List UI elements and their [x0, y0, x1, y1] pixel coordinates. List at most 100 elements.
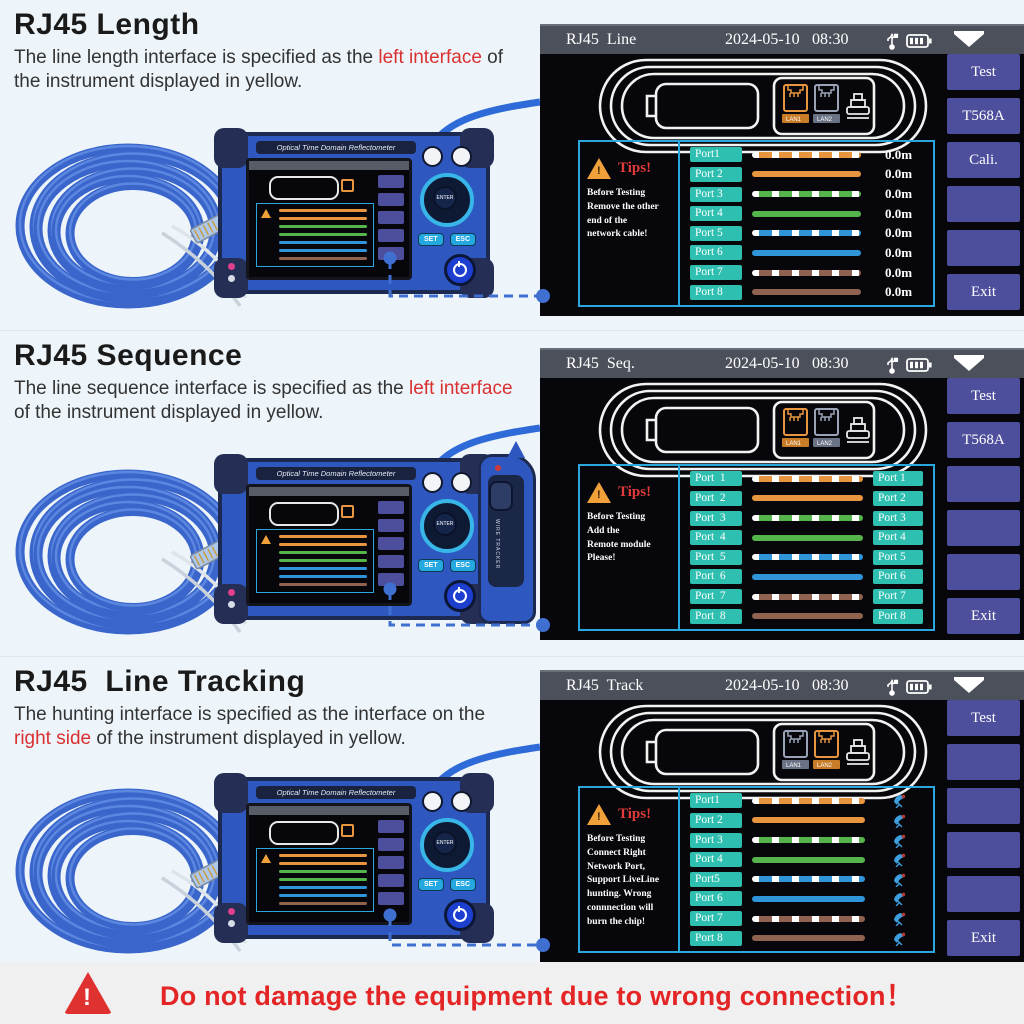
usb-icon — [884, 32, 900, 55]
softkey-blank[interactable] — [947, 788, 1020, 824]
mini-wire-line — [279, 209, 367, 212]
usb-icon — [884, 356, 900, 379]
tips-line: Connect Right — [587, 847, 646, 858]
mini-wire-line — [279, 535, 367, 538]
power-button — [444, 254, 476, 286]
mini-ports-panel — [256, 529, 374, 593]
mini-ports-panel — [256, 203, 374, 267]
mini-wire-line — [279, 862, 367, 865]
remote-port-label: Port 2 — [873, 490, 923, 506]
tracker-signal-icon — [875, 931, 923, 946]
status-leds — [228, 908, 235, 927]
navigation-dial: ENTER — [420, 818, 474, 872]
mini-softkey — [378, 229, 404, 242]
enter-button: ENTER — [433, 186, 457, 210]
mini-jack-icon — [341, 179, 354, 192]
mini-wire-line — [279, 225, 367, 228]
softkey-blank[interactable] — [947, 832, 1020, 868]
wire-line-blue-striped — [752, 876, 865, 883]
section-description: The line length interface is specified a… — [14, 47, 504, 92]
remote-port-label: Port 4 — [873, 530, 923, 546]
mini-wire-line — [279, 217, 367, 220]
port-label: Port 7 — [690, 265, 742, 281]
port-row: Port 4 — [690, 852, 923, 868]
tips-line: Remote module — [587, 539, 651, 550]
tracker-signal-icon — [875, 793, 923, 809]
softkey-t568a[interactable]: T568A — [947, 422, 1020, 458]
set-button: SET — [417, 233, 444, 246]
wire-line-green-striped — [752, 837, 865, 844]
status-leds — [228, 263, 235, 282]
mini-wire-line — [279, 257, 367, 260]
device-brand-label: Optical Time Domain Reflectometer — [256, 467, 416, 480]
section-description: The hunting interface is specified as th… — [14, 704, 486, 749]
port-label: Port 7 — [690, 589, 742, 605]
line-port-icon — [846, 93, 870, 119]
wire-line-blue-striped — [752, 554, 863, 561]
tips-line: burn the chip! — [587, 916, 646, 927]
port-label: Port 6 — [690, 569, 742, 585]
softkey-exit[interactable]: Exit — [947, 274, 1020, 310]
lan2-port-icon: LAN2 — [813, 730, 840, 769]
softkey-test[interactable]: Test — [947, 378, 1020, 414]
tips-line: Remove the other — [587, 201, 659, 212]
dropdown-arrow-icon[interactable] — [954, 355, 984, 371]
softkey-test[interactable]: Test — [947, 54, 1020, 90]
tips-line: hunting. Wrong — [587, 889, 652, 900]
section-heading: RJ45 Line Tracking — [14, 665, 306, 698]
length-value: 0.0m — [885, 244, 913, 260]
mini-wire-line — [279, 886, 367, 889]
tips-line: Add the — [587, 525, 620, 536]
tracker-signal-icon — [875, 852, 923, 868]
mini-softkey — [378, 193, 404, 206]
softkey-exit[interactable]: Exit — [947, 920, 1020, 956]
length-value: 0.0m — [885, 205, 913, 221]
mini-softkey — [378, 501, 404, 514]
softkey-exit[interactable]: Exit — [947, 598, 1020, 634]
device-mini-screen — [246, 484, 412, 606]
wire-line-orange-striped — [752, 151, 861, 158]
port-label: Port 2 — [690, 812, 742, 828]
softkey-t568a[interactable]: T568A — [947, 98, 1020, 134]
softkey-blank[interactable] — [947, 186, 1020, 222]
mini-softkey — [378, 175, 404, 188]
softkey-blank[interactable] — [947, 466, 1020, 502]
softkey-blank[interactable] — [947, 230, 1020, 266]
length-value: 0.0m — [885, 186, 913, 202]
device-mini-screen — [246, 803, 412, 925]
softkey-test[interactable]: Test — [947, 700, 1020, 736]
softkey-cali[interactable]: Cali. — [947, 142, 1020, 178]
section-text: RJ45 Sequence The line sequence interfac… — [14, 339, 534, 425]
dropdown-arrow-icon[interactable] — [954, 31, 984, 47]
wire-line-green-solid — [752, 856, 865, 863]
screen-date: 2024-05-10 — [725, 677, 800, 694]
wire-line-orange-solid — [752, 171, 861, 178]
probe-label: WIRE TRACKER — [494, 519, 500, 570]
port-row: Port 8 — [690, 930, 923, 946]
remote-port-label: Port 3 — [873, 510, 923, 526]
mini-header — [249, 161, 409, 170]
softkey-blank[interactable] — [947, 744, 1020, 780]
softkey-blank[interactable] — [947, 510, 1020, 546]
dropdown-arrow-icon[interactable] — [954, 677, 984, 693]
remote-port-label: Port 7 — [873, 589, 923, 605]
mini-softkey — [378, 537, 404, 550]
port-label: Port 5 — [690, 549, 742, 565]
softkey-blank[interactable] — [947, 554, 1020, 590]
lan1-port-icon: LAN1 — [782, 84, 809, 123]
section-rj45-sequence: RJ45 Sequence The line sequence interfac… — [0, 331, 1024, 657]
wire-line-brown-solid — [752, 935, 865, 942]
mini-softkey — [378, 247, 404, 260]
lan2-port-icon: LAN2 — [813, 408, 840, 447]
softkey-blank[interactable] — [947, 876, 1020, 912]
device-brand-label: Optical Time Domain Reflectometer — [256, 786, 416, 799]
mini-softkey — [378, 892, 404, 905]
section-rj45-line-tracking: RJ45 Line Tracking The hunting interface… — [0, 657, 1024, 965]
